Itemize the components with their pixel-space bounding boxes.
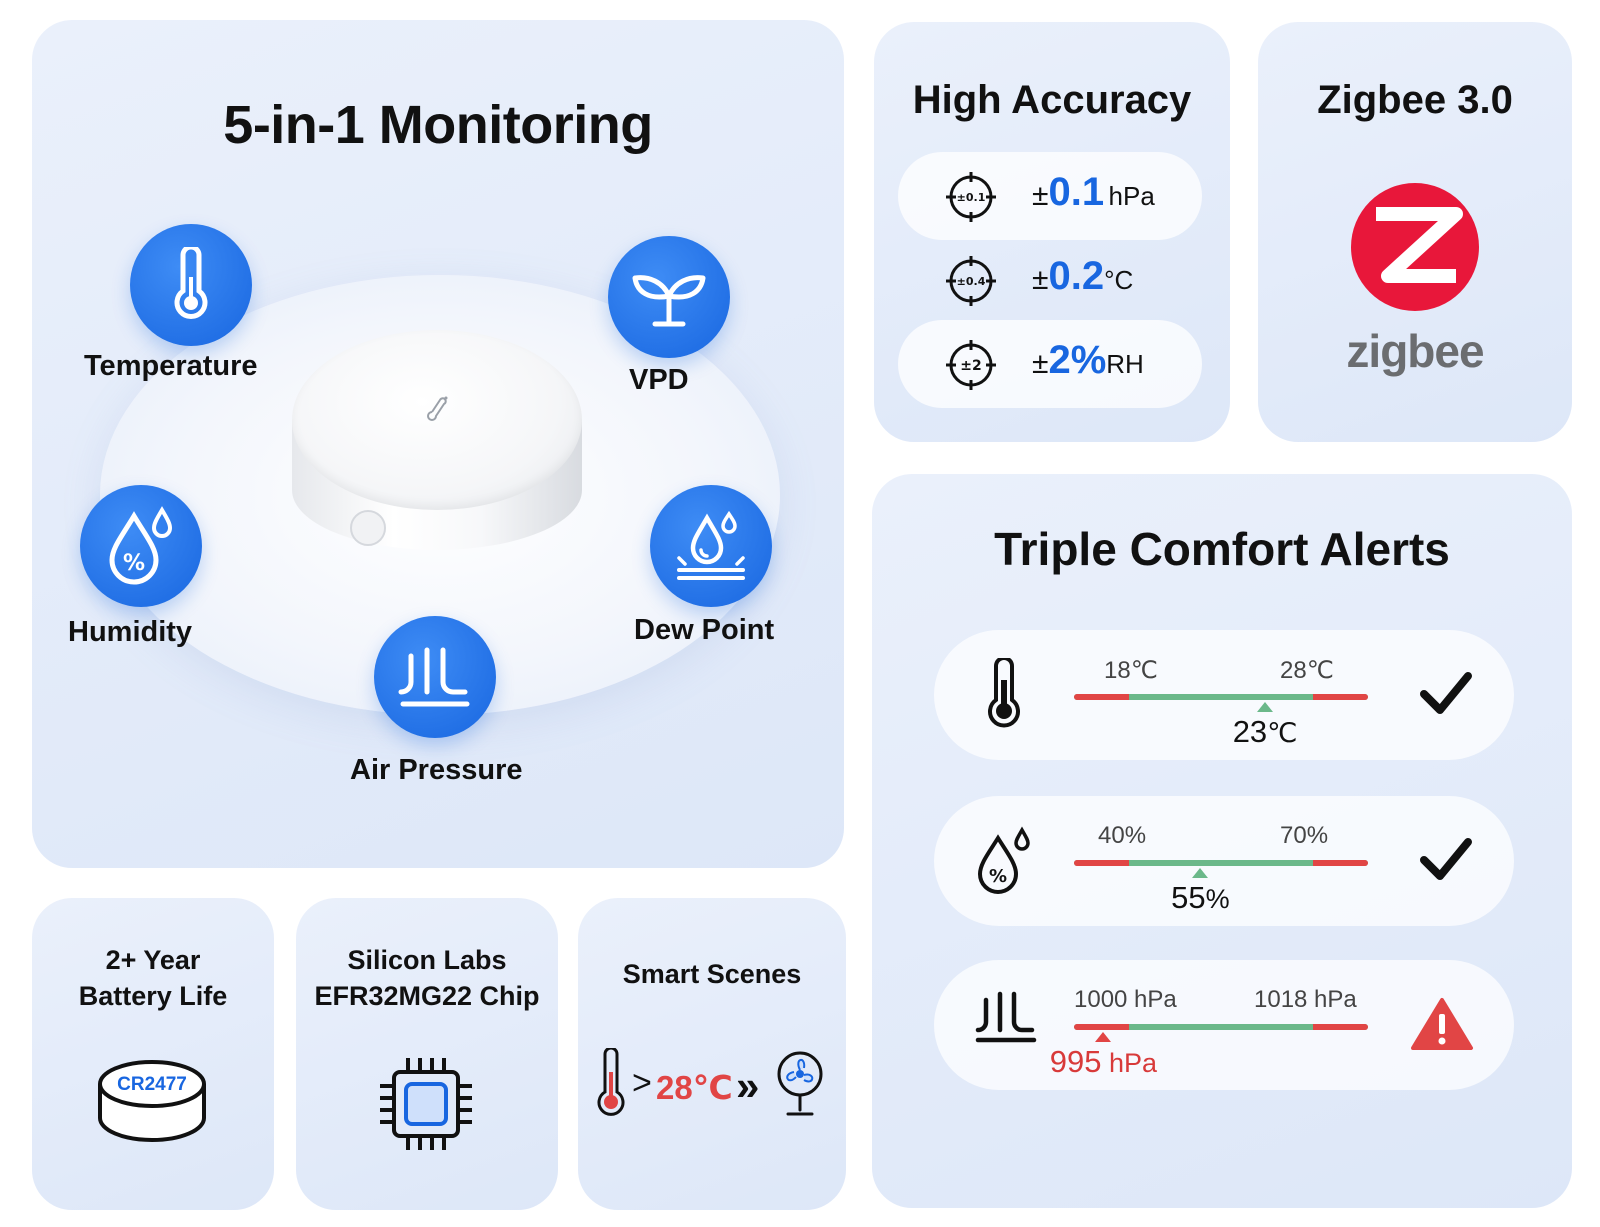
monitoring-title: 5-in-1 Monitoring (223, 95, 653, 155)
scene-threshold: 28℃ (656, 1069, 733, 1106)
zigbee-title: Zigbee 3.0 (1317, 78, 1513, 122)
dew-point-label: Dew Point (634, 614, 775, 646)
accuracy-panel: High Accuracy ±0.1 ±0.1 hPa ±0.4 ±0.2°C … (874, 22, 1230, 442)
alert-low-label: 40% (1098, 822, 1147, 849)
humidity-drop-icon: % (109, 506, 173, 585)
accuracy-value-humidity: ±2%RH (1032, 338, 1144, 382)
accuracy-row-humidity: ±2 ±2%RH (898, 320, 1202, 408)
alert-low-label: 18℃ (1104, 657, 1158, 684)
svg-text:±2: ±2 (960, 358, 981, 374)
thermometer-icon (597, 1048, 625, 1116)
air-pressure-icon (398, 647, 470, 707)
alert-range-bar (1074, 860, 1368, 866)
temperature-label: Temperature (84, 350, 258, 382)
zigbee-logo-icon (1351, 183, 1479, 311)
svg-text:%: % (989, 866, 1007, 887)
alert-row-temperature: 18℃ 28℃ 23℃ (934, 630, 1514, 760)
vpd-label: VPD (629, 364, 689, 396)
alerts-title: Triple Comfort Alerts (994, 523, 1450, 575)
smart-scenes-panel: Smart Scenes > 28℃ » (578, 898, 846, 1210)
check-icon (1420, 838, 1472, 880)
battery-panel: 2+ Year Battery Life CR2477 (32, 898, 274, 1210)
arrow-icon: » (736, 1062, 760, 1109)
warning-icon (1411, 998, 1473, 1050)
alert-row-humidity: % 40% 70% 55% (934, 796, 1514, 926)
vpd-feature-icon (608, 236, 730, 358)
svg-text:±0.1: ±0.1 (957, 191, 986, 204)
accuracy-title: High Accuracy (912, 78, 1192, 122)
alert-high-label: 28℃ (1280, 657, 1334, 684)
alert-row-pressure: 1000 hPa 1018 hPa 995 hPa (934, 960, 1514, 1090)
alert-current-marker (1095, 1032, 1112, 1042)
svg-text:CR2477: CR2477 (117, 1074, 187, 1095)
device-button (350, 510, 386, 546)
alert-current-value: 55% (1171, 880, 1230, 915)
coin-battery-icon: CR2477 (98, 1060, 206, 1142)
dew-point-icon (677, 510, 745, 580)
humidity-drop-icon: % (977, 826, 1030, 894)
dew-point-feature-icon (650, 485, 772, 607)
alert-low-label: 1000 hPa (1074, 986, 1177, 1013)
target-icon: ±2 (946, 340, 996, 390)
check-icon (1420, 672, 1472, 714)
chip-panel: Silicon Labs EFR32MG22 Chip (296, 898, 558, 1210)
alert-current-marker (1257, 702, 1274, 712)
air-pressure-icon (975, 991, 1037, 1043)
thermometer-icon (174, 247, 208, 319)
humidity-label: Humidity (68, 616, 193, 648)
alert-current-marker (1192, 868, 1209, 878)
target-icon: ±0.4 (946, 256, 996, 306)
alert-high-label: 1018 hPa (1254, 986, 1357, 1013)
alert-range-bar (1074, 694, 1368, 700)
alert-current-value: 995 hPa (1049, 1044, 1158, 1079)
scenes-title: Smart Scenes (622, 959, 802, 989)
zigbee-panel: Zigbee 3.0 zigbee (1258, 22, 1572, 442)
zigbee-wordmark: zigbee (1346, 325, 1484, 377)
greater-than-sign: > (632, 1064, 652, 1102)
air-pressure-label: Air Pressure (350, 754, 523, 786)
monitoring-panel: 5-in-1 Monitoring Temperature VPD % (32, 20, 844, 868)
accuracy-row-temperature: ±0.4 ±0.2°C (898, 236, 1202, 324)
battery-title: 2+ Year Battery Life (78, 945, 228, 1011)
humidity-feature-icon: % (80, 485, 202, 607)
alert-current-value: 23℃ (1232, 714, 1298, 749)
accuracy-value-temperature: ±0.2°C (1032, 254, 1134, 298)
sprout-icon (632, 275, 706, 327)
alert-range-bar (1074, 1024, 1368, 1030)
device-logo-icon (427, 396, 448, 421)
accuracy-row-pressure: ±0.1 ±0.1 hPa (898, 152, 1202, 240)
thermometer-icon (988, 658, 1020, 728)
air-pressure-feature-icon (374, 616, 496, 738)
target-icon: ±0.1 (946, 172, 996, 222)
alerts-panel: Triple Comfort Alerts 18℃ 28℃ 23℃ % 40% … (872, 474, 1572, 1208)
temperature-feature-icon (130, 224, 252, 346)
fan-icon (777, 1051, 823, 1116)
alert-high-label: 70% (1280, 822, 1329, 849)
chip-icon (380, 1058, 472, 1150)
chip-title: Silicon Labs EFR32MG22 Chip (314, 945, 540, 1011)
svg-text:±0.4: ±0.4 (957, 275, 986, 288)
svg-text:%: % (123, 551, 145, 576)
accuracy-value-pressure: ±0.1 hPa (1032, 170, 1155, 214)
sensor-device-image (292, 330, 582, 580)
